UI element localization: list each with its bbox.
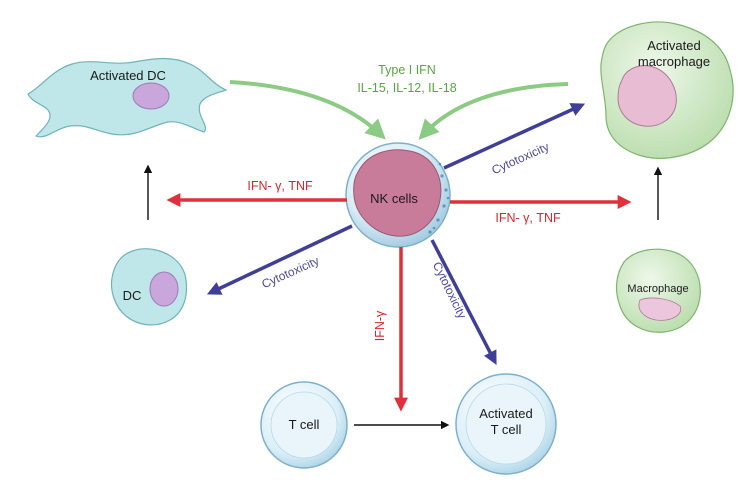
nk-nucleus [353, 149, 442, 237]
activated-dc-label: Activated DC [90, 68, 166, 83]
activated-dc-nucleus [132, 82, 170, 110]
activated-t-cell-label-1: Activated [479, 406, 532, 421]
dc-label: DC [123, 288, 142, 303]
cytotoxicity-arrow-dc [206, 224, 353, 295]
ifn-label-left: IFN- γ, TNF [247, 179, 313, 193]
activated-t-cell-label-2: T cell [491, 422, 522, 437]
activated-macrophage-label-2: macrophage [638, 54, 710, 69]
cytotoxicity-arrow-macrophage [443, 103, 586, 170]
ifn-label-down: IFN-γ [373, 310, 387, 341]
nk-cell: NK cells [345, 142, 451, 248]
cytokine-label-1: Type I IFN [378, 63, 436, 77]
nk-granules [428, 162, 450, 234]
dc-nucleus [149, 271, 179, 307]
t-cell-label: T cell [289, 417, 320, 432]
macrophage-label: Macrophage [627, 283, 688, 295]
cytokine-arrow-from-macrophage [418, 82, 569, 140]
t-cell: T cell [260, 381, 348, 469]
cytokine-arrow-from-dc [229, 80, 386, 140]
cytokine-label-2: IL-15, IL-12, IL-18 [357, 81, 456, 95]
macrophage-cell: Macrophage [615, 248, 701, 333]
activated-macrophage-label-1: Activated [647, 38, 700, 53]
cytotoxicity-label-dc: Cytotoxicity [259, 253, 321, 291]
dc-cell: DC [110, 248, 188, 326]
activated-macrophage-nucleus [617, 65, 677, 127]
cytotoxicity-label-macrophage: Cytotoxicity [489, 139, 551, 177]
cytotoxicity-arrow-t-cell [430, 239, 497, 365]
activated-t-cell: Activated T cell [455, 373, 557, 475]
cytotoxicity-label-t-cell: Cytotoxicity [430, 260, 469, 321]
ifn-label-right: IFN- γ, TNF [495, 211, 561, 225]
activated-dc-cell: Activated DC [27, 57, 228, 138]
activated-macrophage-cell: Activated macrophage [600, 21, 734, 159]
nk-label: NK cells [370, 191, 418, 206]
